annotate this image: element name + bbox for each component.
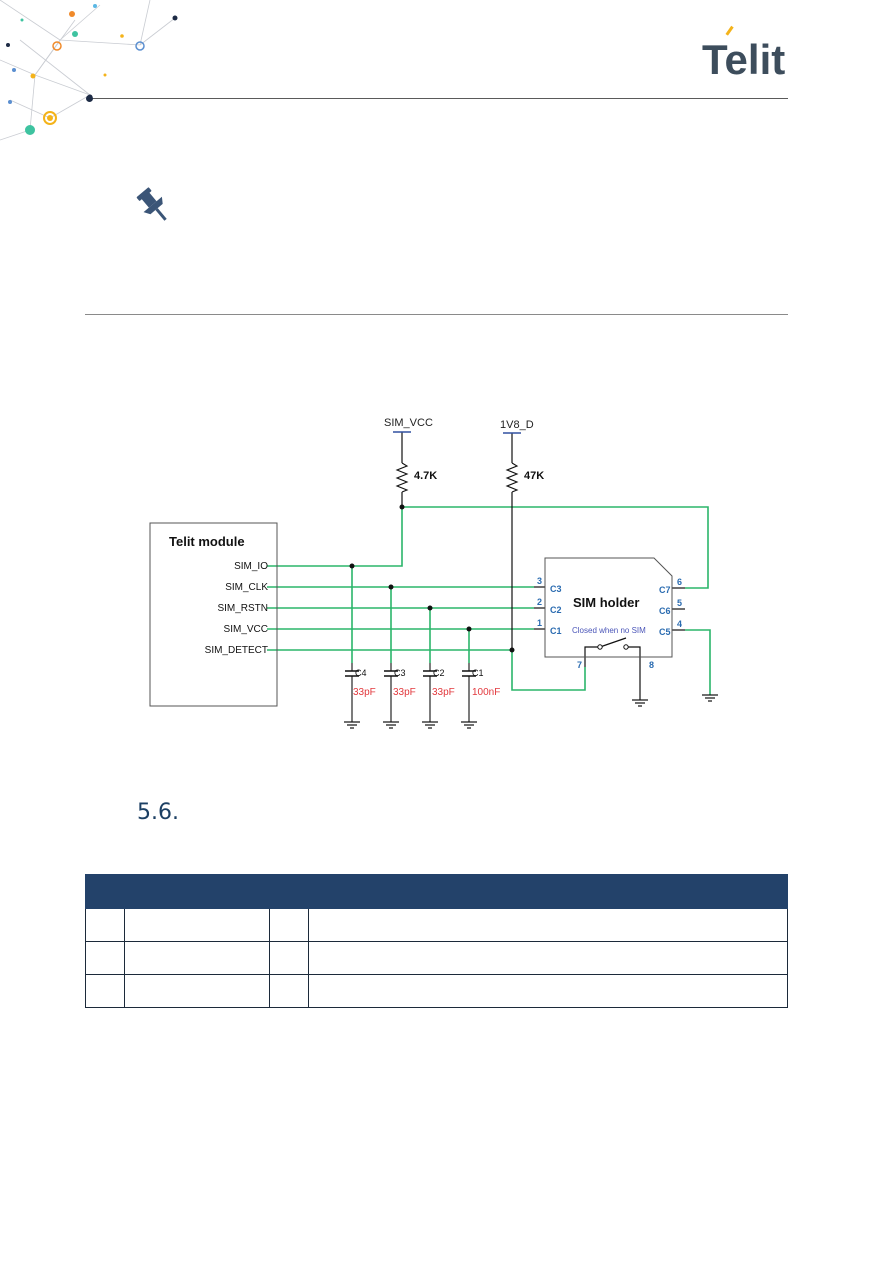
black-wires	[401, 432, 685, 700]
capacitor-leads	[351, 663, 470, 722]
svg-text:100nF: 100nF	[472, 687, 500, 698]
module-pin-labels: SIM_IO SIM_CLK SIM_RSTN SIM_VCC SIM_DETE…	[205, 561, 269, 656]
telit-module-box	[149, 522, 278, 707]
sim-interface-schematic: SIM_VCC 1V8_D 4.7K 47K Telit module SIM_…	[149, 417, 718, 729]
wires	[267, 506, 711, 695]
svg-text:C1: C1	[472, 668, 484, 678]
capacitor-values: 33pF 33pF 33pF 100nF	[353, 687, 500, 698]
svg-text:5: 5	[677, 598, 682, 608]
svg-text:1: 1	[537, 618, 542, 628]
note-divider	[85, 314, 788, 315]
pushpin-icon	[136, 187, 167, 221]
holder-left-pins: 3 C3 2 C2 1 C1	[537, 576, 562, 636]
header-divider	[90, 98, 788, 99]
svg-text:C4: C4	[355, 668, 367, 678]
table-header-cell	[269, 874, 309, 909]
header-divider-dot	[86, 95, 93, 102]
svg-text:33pF: 33pF	[393, 687, 416, 698]
table-header-cell	[85, 874, 125, 909]
switch-contacts	[597, 644, 629, 650]
table-row	[85, 908, 788, 942]
section-number: 5.6.	[137, 800, 179, 825]
resistor-r2-value: 47K	[524, 470, 544, 482]
svg-text:C3: C3	[550, 584, 562, 594]
resistor-r2	[505, 462, 519, 493]
data-table	[85, 874, 788, 1008]
svg-text:C2: C2	[433, 668, 445, 678]
svg-text:6: 6	[677, 577, 682, 587]
pin-sim-detect: SIM_DETECT	[205, 645, 268, 656]
svg-text:3: 3	[537, 576, 542, 586]
svg-text:C7: C7	[659, 585, 671, 595]
svg-text:33pF: 33pF	[432, 687, 455, 698]
svg-text:Telit: Telit	[702, 36, 785, 80]
table-header-cell	[308, 874, 788, 909]
ground-symbols	[344, 694, 718, 729]
svg-text:7: 7	[577, 660, 582, 670]
svg-text:4: 4	[677, 619, 682, 629]
svg-text:33pF: 33pF	[353, 687, 376, 698]
module-title: Telit module	[169, 534, 245, 549]
resistor-r1	[395, 462, 409, 493]
telit-logo: Telit	[702, 25, 785, 80]
junction-dots	[349, 504, 515, 653]
holder-right-pins: 6 C7 5 C6 4 C5	[659, 577, 682, 637]
svg-text:2: 2	[537, 597, 542, 607]
decorative-network-graphic	[0, 0, 178, 141]
pin-sim-io: SIM_IO	[234, 561, 268, 572]
sim-holder-note: Closed when no SIM	[572, 626, 646, 635]
supply-1v8-label: 1V8_D	[500, 419, 534, 431]
svg-text:8: 8	[649, 660, 654, 670]
table-row	[85, 974, 788, 1008]
svg-text:C6: C6	[659, 606, 671, 616]
svg-text:C5: C5	[659, 627, 671, 637]
supply-bars	[393, 431, 521, 434]
table-row	[85, 941, 788, 975]
svg-text:C2: C2	[550, 605, 562, 615]
sim-holder-title: SIM holder	[573, 595, 639, 610]
pin-sim-clk: SIM_CLK	[225, 582, 268, 593]
pin-sim-rstn: SIM_RSTN	[217, 603, 268, 614]
svg-text:C1: C1	[550, 626, 562, 636]
table-header-row	[85, 874, 788, 909]
table-header-cell	[124, 874, 270, 909]
switch-pins: 7 8	[577, 660, 654, 670]
capacitor-names: C4 C3 C2 C1	[355, 668, 484, 678]
svg-text:C3: C3	[394, 668, 406, 678]
pin-sim-vcc: SIM_VCC	[224, 624, 268, 635]
supply-sim-vcc-label: SIM_VCC	[384, 417, 433, 429]
sim-holder-box	[544, 557, 673, 658]
resistor-r1-value: 4.7K	[414, 470, 437, 482]
